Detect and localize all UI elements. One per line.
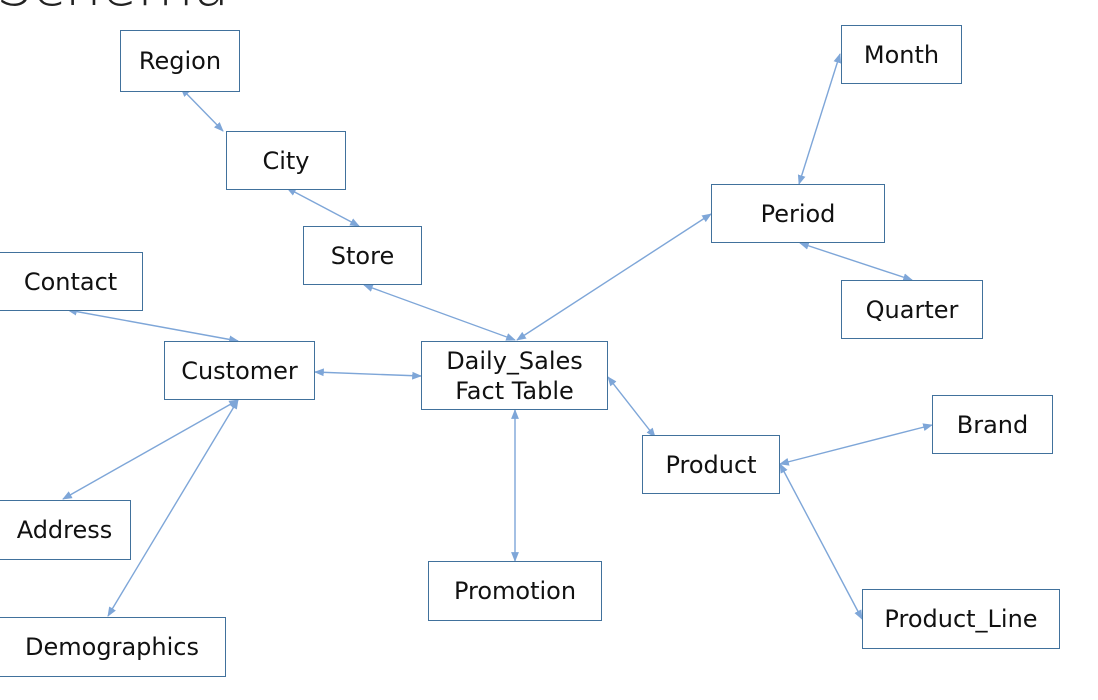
entity-promotion[interactable]: Promotion (428, 561, 602, 621)
entity-label: Region (138, 47, 222, 75)
edge-region-city (180, 87, 224, 132)
entity-label: Store (330, 241, 395, 270)
entity-brand[interactable]: Brand (932, 395, 1053, 454)
entity-label: Contact (23, 267, 118, 296)
edge-layer (62, 53, 933, 620)
entity-month[interactable]: Month (841, 25, 962, 84)
entity-label: Period (760, 199, 836, 228)
entity-label: Customer (181, 356, 298, 385)
entity-label: Month (863, 40, 940, 69)
entity-product[interactable]: Product (642, 435, 780, 494)
edge-contact-customer (67, 307, 239, 344)
entity-label-line-1: Daily_Sales (446, 346, 583, 375)
entity-contact[interactable]: Contact (0, 252, 143, 311)
entity-label: Quarter (865, 295, 959, 324)
edge-customer-address (62, 399, 239, 500)
entity-period[interactable]: Period (711, 184, 885, 243)
entity-store[interactable]: Store (303, 226, 422, 285)
edge-customer-fact (314, 368, 422, 380)
edge-period-quarter (799, 242, 913, 281)
entity-label: Demographics (25, 633, 199, 661)
edge-fact-product (607, 376, 656, 438)
entity-label: Promotion (453, 577, 577, 605)
entity-region[interactable]: Region (120, 30, 240, 92)
edge-product-brand (779, 423, 933, 466)
edge-store-fact (363, 284, 516, 341)
entity-label: Address (16, 516, 113, 544)
entity-quarter[interactable]: Quarter (841, 280, 983, 339)
entity-label: Brand (956, 410, 1029, 439)
edge-period-month (797, 53, 842, 185)
entity-city[interactable]: City (226, 131, 346, 190)
entity-label: Product (665, 450, 757, 479)
entity-label-line-2: Fact Table (455, 376, 574, 405)
edge-fact-period (516, 213, 712, 341)
entity-address[interactable]: Address (0, 500, 131, 560)
entity-daily-sales-fact-table[interactable]: Daily_Sales Fact Table (421, 341, 608, 410)
entity-label: Product_Line (884, 605, 1038, 633)
entity-product-line[interactable]: Product_Line (862, 589, 1060, 649)
page-title: Schema (0, 0, 229, 14)
edge-customer-demographics (107, 399, 239, 617)
edge-product-product-line (779, 463, 863, 620)
entity-demographics[interactable]: Demographics (0, 617, 226, 677)
entity-label: City (262, 146, 310, 175)
entity-customer[interactable]: Customer (164, 341, 315, 400)
edge-city-store (286, 187, 360, 227)
